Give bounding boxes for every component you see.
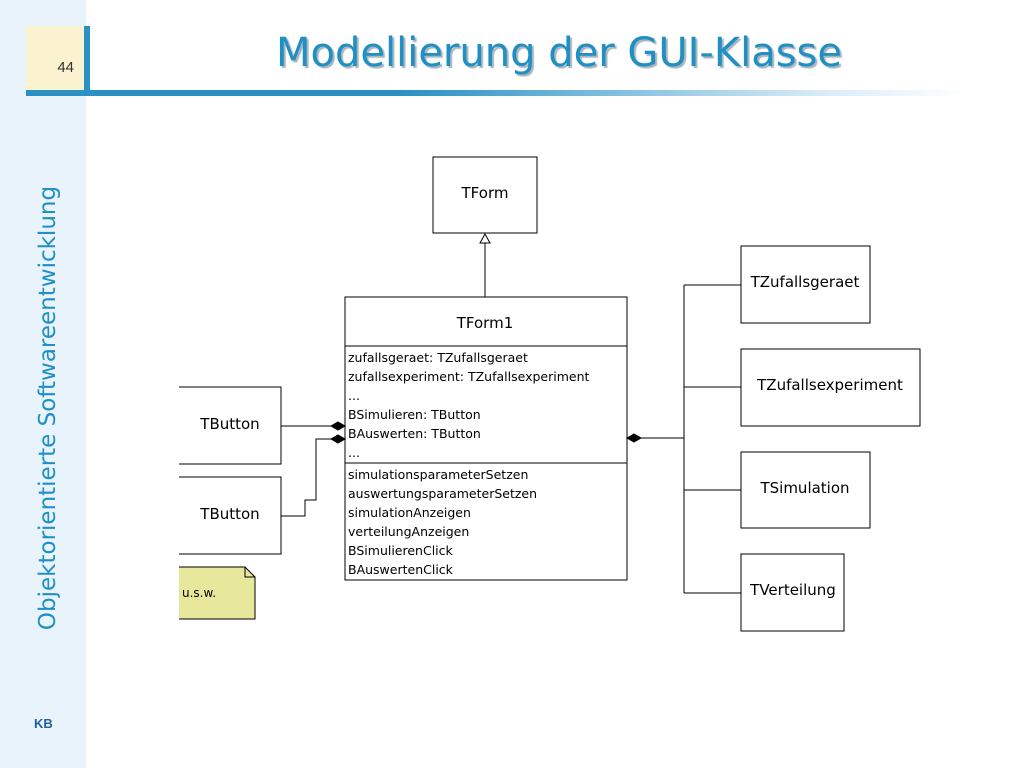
attribute-6: ... <box>348 445 360 460</box>
attribute-2: zufallsexperiment: TZufallsexperiment <box>348 369 590 384</box>
class-name-tzufallsgeraet: TZufallsgeraet <box>750 273 860 291</box>
class-name-tzufallsexperiment: TZufallsexperiment <box>756 376 903 394</box>
method-1: simulationsparameterSetzen <box>348 467 528 482</box>
class-name-tform: TForm <box>461 184 509 202</box>
class-box-tzufallsexperiment <box>740 348 921 427</box>
note-text: u.s.w. <box>182 586 216 600</box>
accent-bar-horizontal <box>26 90 966 96</box>
attribute-4: BSimulieren: TButton <box>348 407 481 422</box>
attribute-3: ... <box>348 388 360 403</box>
footer-label: KB <box>34 716 53 731</box>
method-2: auswertungsparameterSetzen <box>348 486 537 501</box>
composition-diamond <box>625 433 643 443</box>
class-name-tverteilung: TVerteilung <box>749 581 836 599</box>
slide-title: Modellierung der GUI-Klasse <box>276 30 842 76</box>
inheritance-arrow <box>479 232 491 244</box>
note-fold <box>244 567 255 578</box>
sidebar <box>0 0 86 768</box>
aggregation-diamond-button-2 <box>329 434 347 444</box>
method-5: BSimulierenClick <box>348 543 454 558</box>
attribute-5: BAuswerten: TButton <box>348 426 481 441</box>
attribute-1: zufallsgeraet: TZufallsgeraet <box>348 350 528 365</box>
method-3: simulationAnzeigen <box>348 505 471 520</box>
class-name-tform1: TForm1 <box>456 314 514 332</box>
class-name-tbutton-1: TButton <box>199 415 259 433</box>
class-name-tsimulation: TSimulation <box>759 479 849 497</box>
class-box-tzufallsgeraet <box>740 245 871 324</box>
class-box-tform1 <box>344 296 628 581</box>
aggregation-diamond-button-1 <box>329 421 347 431</box>
method-4: verteilungAnzeigen <box>348 524 469 539</box>
class-box-tverteilung <box>740 553 845 632</box>
method-6: BAuswertenClick <box>348 562 454 577</box>
page-number: 44 <box>57 59 74 76</box>
class-box-tsimulation <box>740 451 871 529</box>
class-name-tbutton-2: TButton <box>199 505 259 523</box>
aggregation-line-button-2 <box>281 438 331 517</box>
class-box-tform <box>432 156 538 234</box>
page-number-box: 44 <box>26 26 86 92</box>
accent-bar-vertical <box>84 26 90 96</box>
